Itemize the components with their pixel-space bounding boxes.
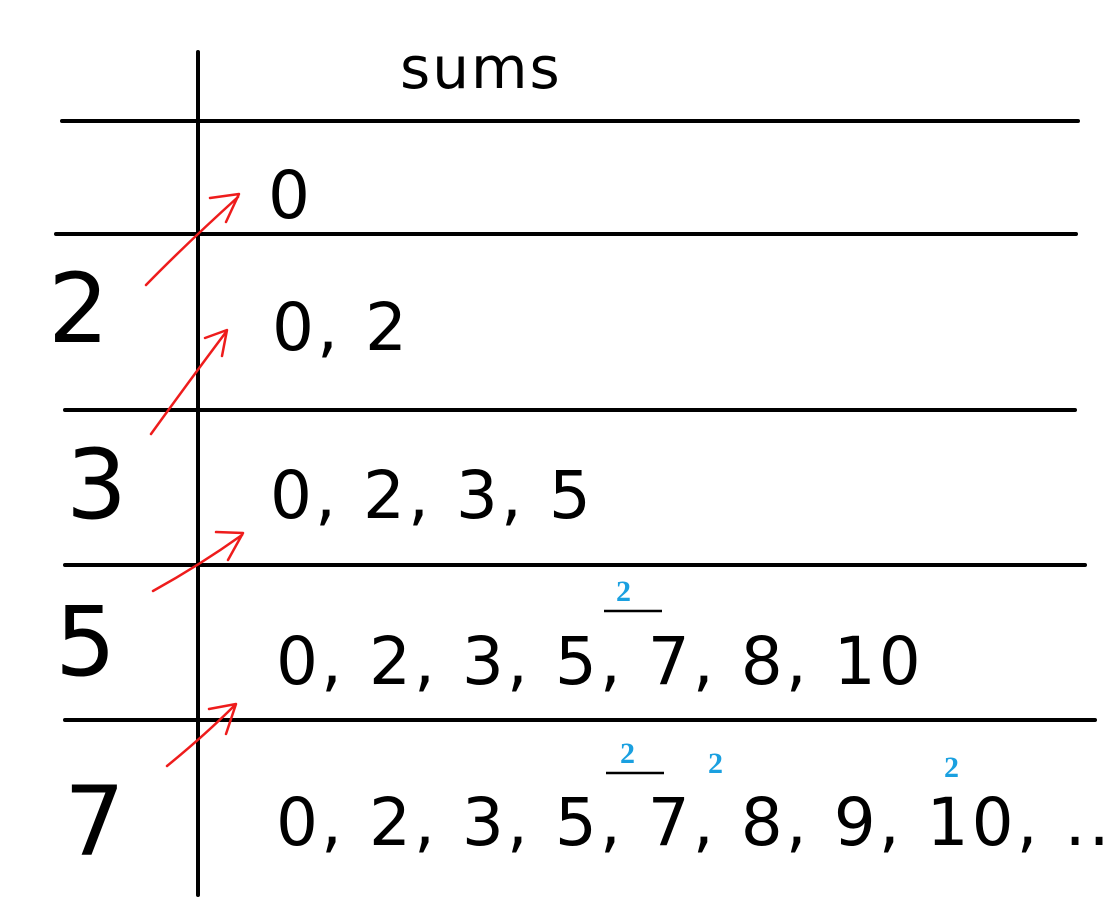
row-sums-3: 0, 2, 3, 5, 7, 8, 10: [276, 623, 924, 700]
count-label-row4-10: 2: [944, 751, 959, 784]
row-item-2: 2: [48, 253, 109, 365]
arrow-row4: [165, 702, 238, 768]
count-label-row3-5: 2: [616, 575, 631, 608]
row-sums-1: 0, 2: [272, 289, 410, 366]
row-sums-4: 0, 2, 3, 5, 7, 8, 9, 10, ...: [276, 784, 1118, 861]
count-label-row4-5: 2: [620, 737, 635, 770]
row-sums-2: 0, 2, 3, 5: [270, 457, 594, 534]
row-item-3: 3: [66, 429, 127, 541]
count-label-row4-7: 2: [708, 747, 723, 780]
arrow-row2: [149, 328, 229, 436]
row-item-5: 5: [55, 586, 116, 698]
arrow-row1: [144, 192, 241, 287]
row-item-7: 7: [64, 766, 125, 878]
arrow-row3: [151, 530, 245, 593]
row-sums-0: 0: [268, 157, 313, 234]
table-header: sums: [400, 34, 562, 102]
